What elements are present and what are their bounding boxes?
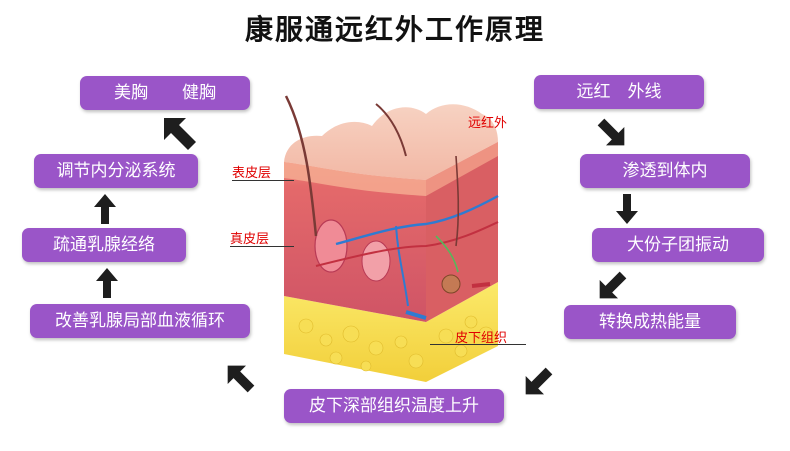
label-far-infrared: 远红外 [468,116,508,131]
arrow-up-to-beauty [164,118,196,150]
arrow-up-to-meridian [96,268,118,298]
step-far-infrared: 远红 外线 [534,75,704,109]
step-meridian: 疏通乳腺经络 [22,228,186,262]
step-endocrine: 调节内分泌系统 [34,154,198,188]
page-title: 康服通远红外工作原理 [244,13,545,46]
arrow-down-to-vibration [616,194,638,224]
leader-epidermis [232,180,294,181]
step-circulation: 改善乳腺局部血液循环 [30,304,250,338]
step-breast-beauty: 美胸 健胸 [80,76,250,110]
arrow-up-to-circulation [227,365,255,393]
arrow-down-to-heat [599,271,627,299]
arrow-down-to-deep-tissue [525,367,553,395]
label-epidermis: 表皮层 [232,166,272,181]
label-subcutaneous: 皮下组织 [455,331,508,346]
step-molecule-vibration: 大份子团振动 [592,228,764,262]
arrow-down-to-penetrate [597,118,625,146]
step-penetrate: 渗透到体内 [580,154,750,188]
skin-cross-section-illustration [284,95,499,382]
leader-dermis [230,246,294,247]
arrow-up-to-endocrine [94,194,116,224]
label-dermis: 真皮层 [230,232,270,247]
leader-subcutaneous [430,344,526,345]
step-deep-tissue-temp: 皮下深部组织温度上升 [284,389,504,423]
step-heat-energy: 转换成热能量 [564,305,736,339]
